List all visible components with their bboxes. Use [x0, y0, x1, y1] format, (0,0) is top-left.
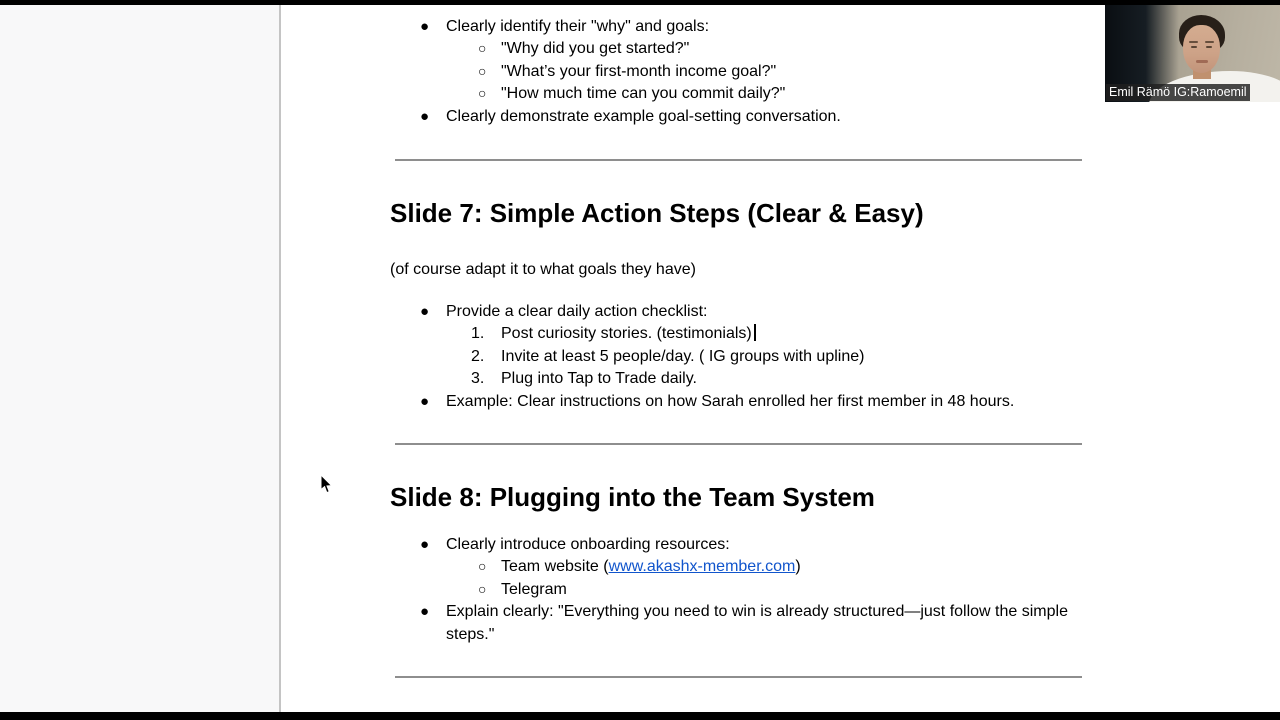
list-item-text: "How much time can you commit daily?": [501, 85, 786, 103]
list-item[interactable]: ● Provide a clear daily action checklist…: [390, 301, 1085, 323]
numbered-item[interactable]: 2. Invite at least 5 people/day. ( IG gr…: [390, 346, 1085, 368]
list-item[interactable]: ● Clearly introduce onboarding resources…: [390, 534, 1085, 556]
horizontal-rule: [395, 676, 1082, 678]
webcam-person-brow: [1205, 41, 1214, 43]
text-cursor: [753, 324, 756, 342]
circle-bullet-icon: ○: [478, 558, 487, 575]
list-item-text: Telegram: [501, 580, 567, 598]
circle-bullet-icon: ○: [478, 62, 487, 79]
slide8-list: ● Clearly introduce onboarding resources…: [390, 534, 1085, 646]
item-number: 3.: [471, 370, 485, 388]
list-item[interactable]: ● Example: Clear instructions on how Sar…: [390, 391, 1085, 413]
horizontal-rule: [395, 159, 1082, 161]
webcam-person-eye: [1206, 46, 1212, 48]
webcam-person-brow: [1189, 41, 1198, 43]
slide7-checklist: ● Provide a clear daily action checklist…: [390, 301, 1085, 413]
list-item-text: Invite at least 5 people/day. ( IG group…: [501, 347, 865, 365]
bullet-icon: ●: [420, 603, 430, 621]
webcam-person-eye: [1191, 46, 1197, 48]
numbered-item[interactable]: 3. Plug into Tap to Trade daily.: [390, 368, 1085, 390]
list-item-text: Team website (www.akashx-member.com): [501, 558, 801, 575]
list-item-text: Post curiosity stories. (testimonials): [501, 325, 752, 343]
list-item[interactable]: ● Clearly identify their "why" and goals…: [390, 16, 1085, 38]
item-number: 2.: [471, 347, 485, 365]
webcam-name-label: Emil Rämö IG:Ramoemil: [1106, 84, 1250, 101]
mouse-cursor: [320, 473, 333, 499]
slide7-note: (of course adapt it to what goals they h…: [390, 261, 696, 278]
numbered-item[interactable]: 1. Post curiosity stories. (testimonials…: [390, 323, 1085, 345]
team-website-suffix: ): [795, 558, 801, 576]
list-item-text: Clearly demonstrate example goal-setting…: [446, 107, 841, 125]
list-item-text: "Why did you get started?": [501, 40, 690, 58]
bullet-icon: ●: [420, 303, 430, 320]
bullet-icon: ●: [420, 536, 430, 553]
list-item-text: Explain clearly: "Everything you need to…: [446, 603, 1068, 643]
list-item-text: "What’s your first-month income goal?": [501, 62, 777, 80]
bullet-icon: ●: [420, 18, 430, 35]
team-website-prefix: Team website (: [501, 558, 609, 576]
circle-bullet-icon: ○: [478, 85, 487, 102]
bullet-icon: ●: [420, 107, 430, 125]
webcam-person-face: [1183, 25, 1220, 73]
bullet-icon: ●: [420, 392, 430, 410]
webcam-overlay: Emil Rämö IG:Ramoemil: [1105, 5, 1280, 102]
circle-bullet-icon: ○: [478, 40, 487, 57]
letterbox-bottom: [0, 712, 1280, 720]
slide8-heading: Slide 8: Plugging into the Team System: [390, 482, 875, 512]
slide7-heading: Slide 7: Simple Action Steps (Clear & Ea…: [390, 198, 924, 228]
letterbox-top: [0, 0, 1280, 5]
list-item[interactable]: ● Clearly demonstrate example goal-setti…: [390, 106, 1085, 128]
list-item-text: Example: Clear instructions on how Sarah…: [446, 392, 1015, 410]
list-item-text: Clearly identify their "why" and goals:: [446, 18, 710, 35]
list-subitem[interactable]: ○ Team website (www.akashx-member.com): [390, 556, 1085, 578]
item-number: 1.: [471, 325, 485, 343]
document-page[interactable]: [281, 5, 1280, 712]
horizontal-rule: [395, 443, 1082, 445]
list-subitem[interactable]: ○ Telegram: [390, 579, 1085, 601]
webcam-person-mouth: [1196, 60, 1208, 63]
team-website-link[interactable]: www.akashx-member.com: [608, 558, 796, 576]
goals-bullet-list: ● Clearly identify their "why" and goals…: [390, 16, 1085, 128]
list-subitem[interactable]: ○ "Why did you get started?": [390, 38, 1085, 60]
list-subitem[interactable]: ○ "What’s your first-month income goal?": [390, 61, 1085, 83]
circle-bullet-icon: ○: [478, 580, 487, 597]
list-item-text: Plug into Tap to Trade daily.: [501, 370, 697, 388]
list-item-text: Clearly introduce onboarding resources:: [446, 536, 730, 553]
list-item[interactable]: ● Explain clearly: "Everything you need …: [390, 601, 1085, 646]
page-margin-area: [0, 5, 281, 712]
list-subitem[interactable]: ○ "How much time can you commit daily?": [390, 83, 1085, 105]
list-item-text: Provide a clear daily action checklist:: [446, 303, 708, 320]
